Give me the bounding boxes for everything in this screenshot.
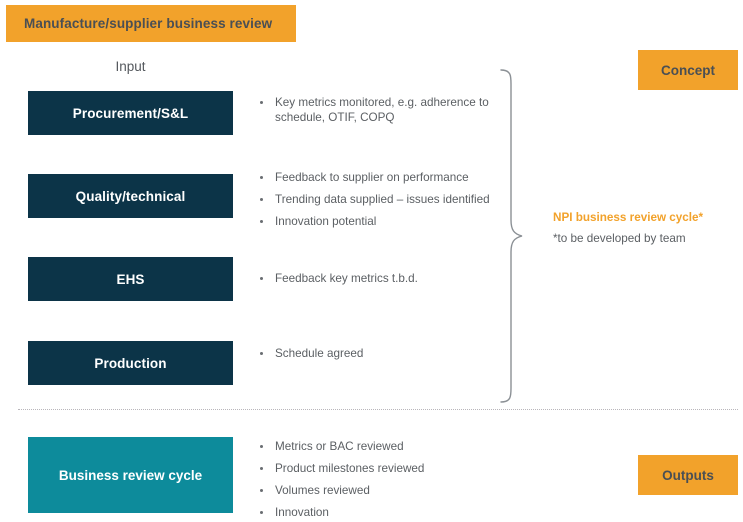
list-item-text: Key metrics monitored, e.g. adherence to…	[275, 96, 489, 124]
list-item: Key metrics monitored, e.g. adherence to…	[258, 95, 493, 125]
bullet-dot-icon	[260, 198, 263, 201]
process-box-quality[interactable]: Quality/technical	[28, 174, 233, 218]
bullet-list-procurement: Key metrics monitored, e.g. adherence to…	[258, 95, 493, 125]
process-box-business-review-cycle[interactable]: Business review cycle	[28, 437, 233, 513]
bullet-list-business-review-cycle: Metrics or BAC reviewed Product mileston…	[258, 439, 493, 520]
bullet-list-quality: Feedback to supplier on performance Tren…	[258, 170, 493, 229]
process-box-label: Production	[94, 355, 167, 371]
list-item: Trending data supplied – issues identifi…	[258, 192, 493, 207]
list-item-text: Product milestones reviewed	[275, 462, 425, 475]
bullet-list-ehs: Feedback key metrics t.b.d.	[258, 271, 493, 286]
process-box-ehs[interactable]: EHS	[28, 257, 233, 301]
list-item-text: Trending data supplied – issues identifi…	[275, 193, 490, 206]
bullet-dot-icon	[260, 277, 263, 280]
list-item: Metrics or BAC reviewed	[258, 439, 493, 454]
brace-annotation-secondary: *to be developed by team	[553, 232, 686, 245]
list-item-text: Innovation potential	[275, 215, 377, 228]
list-item: Feedback key metrics t.b.d.	[258, 271, 493, 286]
list-item-text: Schedule agreed	[275, 347, 364, 360]
list-item-text: Metrics or BAC reviewed	[275, 440, 404, 453]
bullet-dot-icon	[260, 176, 263, 179]
process-box-label: EHS	[116, 271, 145, 287]
stage-chip-outputs[interactable]: Outputs	[638, 455, 738, 495]
bullet-dot-icon	[260, 467, 263, 470]
bullet-dot-icon	[260, 352, 263, 355]
dotted-divider	[18, 409, 738, 410]
process-box-label: Business review cycle	[58, 467, 203, 483]
bullet-dot-icon	[260, 220, 263, 223]
page-title: Manufacture/supplier business review	[24, 16, 273, 31]
list-item-text: Innovation	[275, 506, 329, 519]
bullet-list-production: Schedule agreed	[258, 346, 493, 361]
right-curly-brace-icon	[498, 68, 530, 404]
list-item-text: Feedback to supplier on performance	[275, 171, 469, 184]
process-box-label: Procurement/S&L	[72, 105, 189, 121]
list-item: Volumes reviewed	[258, 483, 493, 498]
list-item: Innovation	[258, 505, 493, 520]
list-item: Innovation potential	[258, 214, 493, 229]
stage-chip-concept[interactable]: Concept	[638, 50, 738, 90]
list-item-text: Volumes reviewed	[275, 484, 370, 497]
bullet-dot-icon	[260, 101, 263, 104]
bullet-dot-icon	[260, 489, 263, 492]
bullet-dot-icon	[260, 511, 263, 514]
process-box-procurement[interactable]: Procurement/S&L	[28, 91, 233, 135]
stage-chip-label: Outputs	[662, 467, 714, 483]
list-item: Schedule agreed	[258, 346, 493, 361]
list-item: Product milestones reviewed	[258, 461, 493, 476]
process-box-production[interactable]: Production	[28, 341, 233, 385]
title-banner: Manufacture/supplier business review	[6, 5, 296, 42]
stage-chip-label: Concept	[661, 62, 715, 78]
list-item-text: Feedback key metrics t.b.d.	[275, 272, 418, 285]
process-box-label: Quality/technical	[75, 188, 186, 204]
column-header-input: Input	[115, 59, 146, 74]
bullet-dot-icon	[260, 445, 263, 448]
brace-annotation-primary: NPI business review cycle*	[553, 211, 704, 224]
list-item: Feedback to supplier on performance	[258, 170, 493, 185]
